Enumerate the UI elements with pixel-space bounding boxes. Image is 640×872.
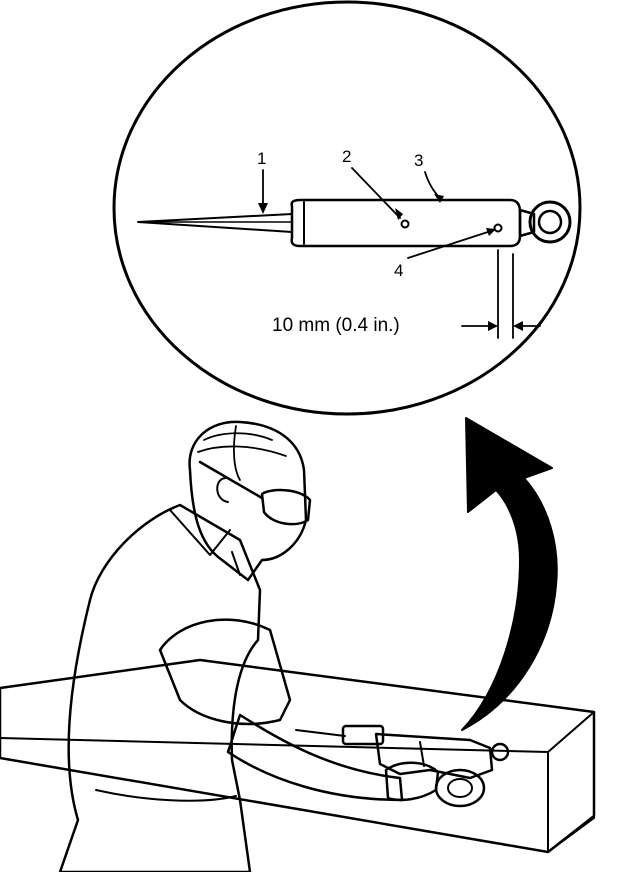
dimension-marks <box>461 249 541 339</box>
callout-4: 4 <box>394 261 403 280</box>
center-hole <box>400 219 410 229</box>
ring-end <box>528 200 572 244</box>
curved-arrow <box>461 417 558 731</box>
probe-needle <box>137 213 293 233</box>
callout-3: 3 <box>414 151 423 170</box>
leader-lines <box>258 167 496 259</box>
end-hole <box>493 223 503 233</box>
workbench <box>0 658 596 854</box>
callout-2: 2 <box>342 147 351 166</box>
worker-figure <box>58 420 440 872</box>
dimension-label: 10 mm (0.4 in.) <box>272 315 400 336</box>
callout-1: 1 <box>257 149 266 168</box>
tool-body <box>290 198 572 248</box>
detail-circle-outline <box>112 0 582 416</box>
detail-view: 1 2 3 4 10 mm (0.4 in.) <box>112 0 582 416</box>
